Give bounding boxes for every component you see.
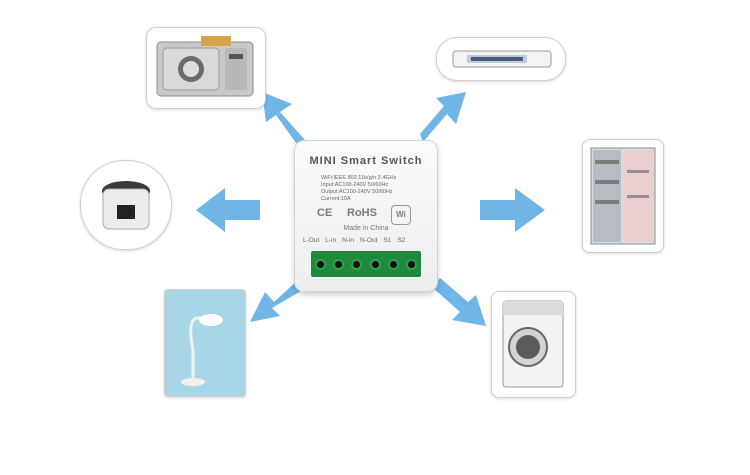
air-conditioner-frame [436,37,566,81]
switch-input-spec: Input:AC100-240V 50/60Hz [321,182,389,188]
arrow-to-washing-machine [432,278,486,326]
screw-icon [351,258,363,270]
rice-cooker-frame [80,160,172,250]
microwave-oven-icon [156,36,254,97]
switch-output-spec: Output:AC100-240V 50/60Hz [321,189,393,195]
arrow-to-microwave [262,92,305,147]
ce-mark: CE [317,207,333,219]
refrigerator-frame [582,139,664,253]
rice-cooker-icon [102,181,150,230]
screw-icon [369,258,381,270]
arrow-to-air-conditioner [420,92,466,142]
microwave-frame [146,27,266,109]
screw-icon [387,258,399,270]
screw-icon [314,258,326,270]
terminal-block [311,251,421,277]
switch-title: MINI Smart Switch [309,155,423,167]
terminal-label: N-Out [360,237,378,244]
refrigerator-icon [590,147,656,245]
screw-icon [406,258,418,270]
arrow-to-rice-cooker [196,188,260,232]
terminal-label: N-in [342,237,355,244]
desk-lamp-icon [165,290,245,396]
terminal-label: S2 [397,237,406,244]
terminal-label: L-in [325,237,337,244]
rohs-mark: RoHS [347,207,377,219]
lamp-frame [164,289,246,397]
screw-icon [332,258,344,270]
air-conditioner-icon [452,50,552,68]
arrow-to-lamp [250,278,308,322]
terminal-labels: L-Out L-in N-in N-Out S1 S2 [303,237,405,244]
washing-machine-frame [491,291,576,398]
wifi-logo-icon: Wi [391,205,411,225]
made-in-label: Made in China [343,225,389,232]
arrow-to-refrigerator [480,188,545,232]
washing-machine-icon [502,300,564,388]
smart-switch-device: MINI Smart Switch WiFi:IEEE 802.11b/g/n … [294,140,438,292]
terminal-label: L-Out [303,237,320,244]
switch-current-spec: Current:10A [321,196,351,202]
switch-wifi-spec: WiFi:IEEE 802.11b/g/n 2.4GHz [321,175,397,181]
terminal-label: S1 [383,237,392,244]
